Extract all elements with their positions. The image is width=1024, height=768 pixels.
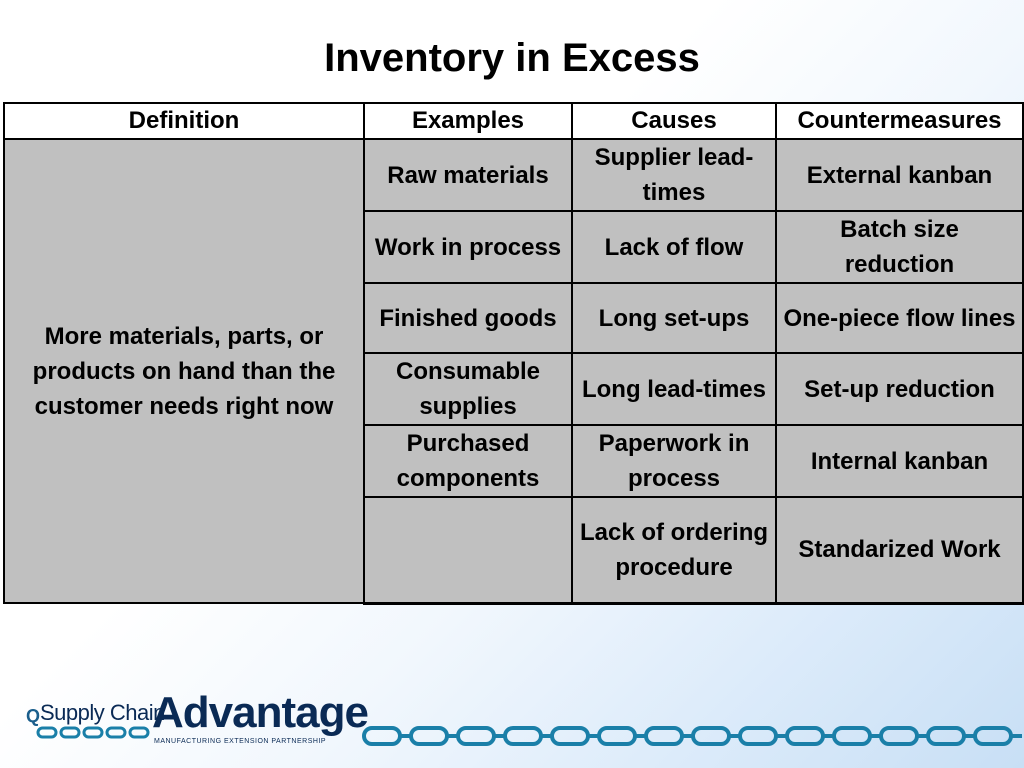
- countermeasure-cell: Set-up reduction: [775, 352, 1024, 426]
- chain-link-large: [362, 726, 402, 746]
- countermeasure-cell: One-piece flow lines: [775, 282, 1024, 354]
- definition-cell: More materials, parts, or products on ha…: [3, 138, 365, 604]
- chain-link-large: [879, 726, 919, 746]
- countermeasure-cell: Batch size reduction: [775, 210, 1024, 284]
- example-cell: Purchased components: [363, 424, 573, 498]
- header-causes: Causes: [571, 102, 777, 140]
- chain-link-large: [503, 726, 543, 746]
- table-row: More materials, parts, or products on ha…: [3, 138, 1024, 604]
- header-countermeasures: Countermeasures: [775, 102, 1024, 140]
- example-cell: Work in process: [363, 210, 573, 284]
- countermeasure-cell: External kanban: [775, 138, 1024, 212]
- countermeasure-cell: Internal kanban: [775, 424, 1024, 498]
- example-cell: Consumable supplies: [363, 352, 573, 426]
- logo-supply-chain: Supply Chain: [40, 700, 165, 725]
- chain-link-large: [550, 726, 590, 746]
- logo-tagline: MANUFACTURING EXTENSION PARTNERSHIP: [154, 738, 327, 745]
- chain-link-small: [128, 726, 150, 739]
- logo-advantage: Advantage: [152, 688, 369, 737]
- chain-link-large: [785, 726, 825, 746]
- chain-link-large: [738, 726, 778, 746]
- chain-link-small: [36, 726, 58, 739]
- table-row: Consumable supplies Long lead-times Set-…: [4, 352, 1024, 426]
- chain-link-small: [82, 726, 104, 739]
- chain-link-large: [973, 726, 1013, 746]
- footer-logo: Q Supply Chain Advantage MANUFACTURING E…: [0, 688, 1024, 760]
- table-row: Purchased components Paperwork in proces…: [4, 424, 1024, 498]
- cause-cell: Lack of ordering procedure: [571, 496, 777, 605]
- chain-link-large: [832, 726, 872, 746]
- cause-cell: Supplier lead-times: [571, 138, 777, 212]
- example-cell: Finished goods: [363, 282, 573, 354]
- chain-icon: [36, 726, 1022, 746]
- chain-link-large: [644, 726, 684, 746]
- cause-cell: Paperwork in process: [571, 424, 777, 498]
- chain-link-large: [926, 726, 966, 746]
- table-row: Lack of ordering procedure Standarized W…: [4, 496, 1024, 605]
- header-definition: Definition: [3, 102, 365, 140]
- slide-title: Inventory in Excess: [324, 36, 700, 80]
- table-row: Finished goods Long set-ups One-piece fl…: [4, 282, 1024, 354]
- countermeasure-cell: Standarized Work: [775, 496, 1024, 605]
- chain-link-large: [409, 726, 449, 746]
- cause-cell: Long lead-times: [571, 352, 777, 426]
- logo-q-icon: Q: [26, 706, 41, 726]
- inventory-table: Definition Examples Causes Countermeasur…: [3, 102, 1024, 605]
- chain-link-large: [597, 726, 637, 746]
- cause-cell: Long set-ups: [571, 282, 777, 354]
- chain-link-large: [456, 726, 496, 746]
- table-header-row: Definition Examples Causes Countermeasur…: [3, 102, 1024, 140]
- table-row: Work in process Lack of flow Batch size …: [4, 210, 1024, 284]
- chain-link-small: [59, 726, 81, 739]
- example-cell: Raw materials: [363, 138, 573, 212]
- chain-link-small: [105, 726, 127, 739]
- cause-cell: Lack of flow: [571, 210, 777, 284]
- header-examples: Examples: [363, 102, 573, 140]
- chain-link-large: [691, 726, 731, 746]
- example-cell: [363, 496, 573, 605]
